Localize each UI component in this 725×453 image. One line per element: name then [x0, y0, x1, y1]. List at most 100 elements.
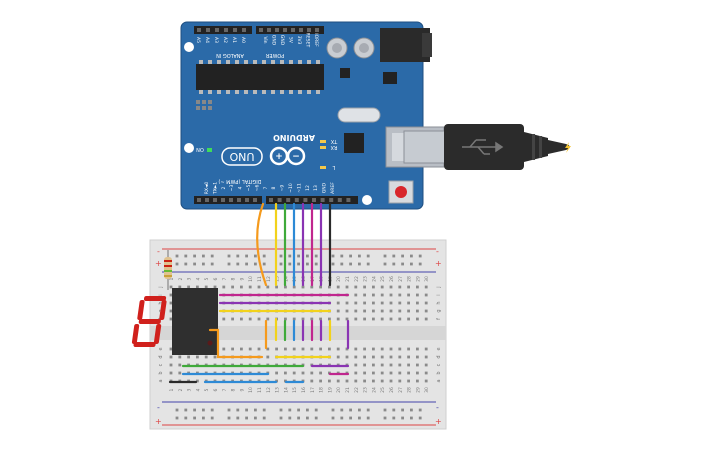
display-segment	[138, 319, 161, 324]
jumper-wires[interactable]	[168, 202, 350, 384]
column-number: 7	[222, 277, 228, 280]
analog-pin-label: A0	[240, 37, 246, 43]
svg-text:−: −	[292, 152, 300, 162]
column-number: 25	[380, 276, 386, 282]
column-number: 9	[239, 277, 245, 280]
row-letter: h	[158, 301, 164, 304]
column-number: 6	[213, 277, 219, 280]
digital-label: DIGITAL (PWM ~)	[218, 178, 261, 184]
capacitor	[359, 43, 369, 53]
column-number: 8	[231, 277, 237, 280]
power-jack[interactable]	[380, 28, 430, 62]
column-number: 29	[415, 276, 421, 282]
display-segment	[153, 324, 162, 344]
column-number: 8	[231, 388, 237, 391]
column-number: 17	[310, 387, 316, 393]
power-pin-label: IOREF	[313, 33, 319, 47]
row-letter: h	[436, 301, 442, 304]
column-number: 16	[301, 387, 307, 393]
breadboard-labels: 1122334455667788991010111112121313141415…	[158, 276, 442, 393]
usb-chip	[344, 133, 364, 153]
power-pin-label: GND	[271, 35, 277, 46]
l-led	[320, 166, 326, 169]
column-number: 5	[204, 388, 210, 391]
row-letter: i	[158, 294, 164, 295]
reset-button-cap[interactable]	[395, 186, 407, 198]
row-letter: d	[436, 355, 442, 358]
row-letter: j	[158, 286, 164, 288]
column-number: 11	[257, 387, 263, 393]
rail-plus-label: +	[435, 417, 442, 426]
power-pin-label: Vin	[262, 36, 268, 43]
digital-pin-label: RX◄0	[204, 182, 210, 195]
digital-pin-label: 8	[271, 186, 277, 189]
display-segment	[159, 300, 167, 320]
column-number: 21	[345, 387, 351, 393]
display-segment	[143, 296, 167, 301]
rail-plus-label: +	[155, 417, 162, 426]
model-label: UNO	[229, 150, 254, 163]
column-number: 20	[336, 276, 342, 282]
column-number: 4	[195, 277, 201, 280]
digital-pin-label: 13	[313, 185, 319, 191]
mounting-hole	[362, 195, 372, 205]
column-number: 20	[336, 387, 342, 393]
power-pin-label: GND	[279, 35, 285, 46]
digital-pin-label: TX►1	[212, 182, 218, 195]
rail-plus-label: +	[155, 259, 162, 268]
column-number: 22	[354, 387, 360, 393]
analog-pin-label: A4	[204, 37, 210, 43]
column-number: 4	[195, 388, 201, 391]
arduino-logo: + −	[269, 146, 306, 166]
column-number: 14	[283, 387, 289, 393]
usb-cable-end	[548, 140, 570, 154]
power-jack-front	[422, 33, 432, 57]
jumper-wire[interactable]	[256, 202, 268, 287]
tx-led-label: TX	[330, 138, 338, 144]
seven-segment-display[interactable]	[131, 288, 218, 355]
rail-plus-label: +	[435, 259, 442, 268]
column-number: 26	[389, 276, 395, 282]
digital-pin-label: ~9	[280, 185, 286, 192]
column-number: 19	[327, 387, 333, 393]
display-segments	[131, 296, 167, 347]
top-pin-header	[194, 26, 324, 34]
power-label: POWER	[265, 52, 284, 58]
tx-led	[320, 140, 326, 143]
rail-minus-label: -	[436, 403, 439, 412]
column-number: 7	[222, 388, 228, 391]
power-pin-label: 3V3	[296, 36, 302, 45]
crystal-oscillator	[337, 107, 381, 123]
atmega-chip	[196, 64, 324, 90]
column-number: 3	[187, 388, 193, 391]
jumper-wire[interactable]	[208, 328, 264, 359]
digital-pin-label: AREF	[330, 182, 336, 194]
column-number: 12	[266, 387, 272, 393]
power-pin-label: 5V	[288, 37, 294, 44]
column-number: 10	[248, 276, 254, 282]
brand-label: ARDUINO	[273, 133, 315, 142]
row-letter: e	[436, 347, 442, 350]
small-chip	[340, 68, 350, 78]
usb-cable[interactable]	[403, 124, 571, 170]
row-letter: e	[158, 347, 164, 350]
column-number: 1	[169, 277, 175, 280]
digital-pin-label: ~5	[246, 185, 252, 192]
analog-pin-label: A1	[231, 37, 237, 43]
rail-minus-label: -	[157, 403, 160, 412]
digital-pin-label: ~10	[288, 183, 294, 193]
on-led-label: ON	[196, 146, 204, 152]
rail-minus-label: -	[157, 247, 160, 256]
display-segment	[133, 342, 156, 347]
column-number: 30	[424, 387, 430, 393]
row-letter: f	[436, 318, 442, 320]
column-number: 25	[380, 387, 386, 393]
mounting-hole	[184, 42, 194, 52]
capacitor	[332, 43, 342, 53]
row-letter: d	[158, 355, 164, 358]
column-number: 15	[292, 387, 298, 393]
column-number: 18	[319, 387, 325, 393]
resistor[interactable]	[164, 250, 172, 290]
column-number: 24	[371, 387, 377, 393]
